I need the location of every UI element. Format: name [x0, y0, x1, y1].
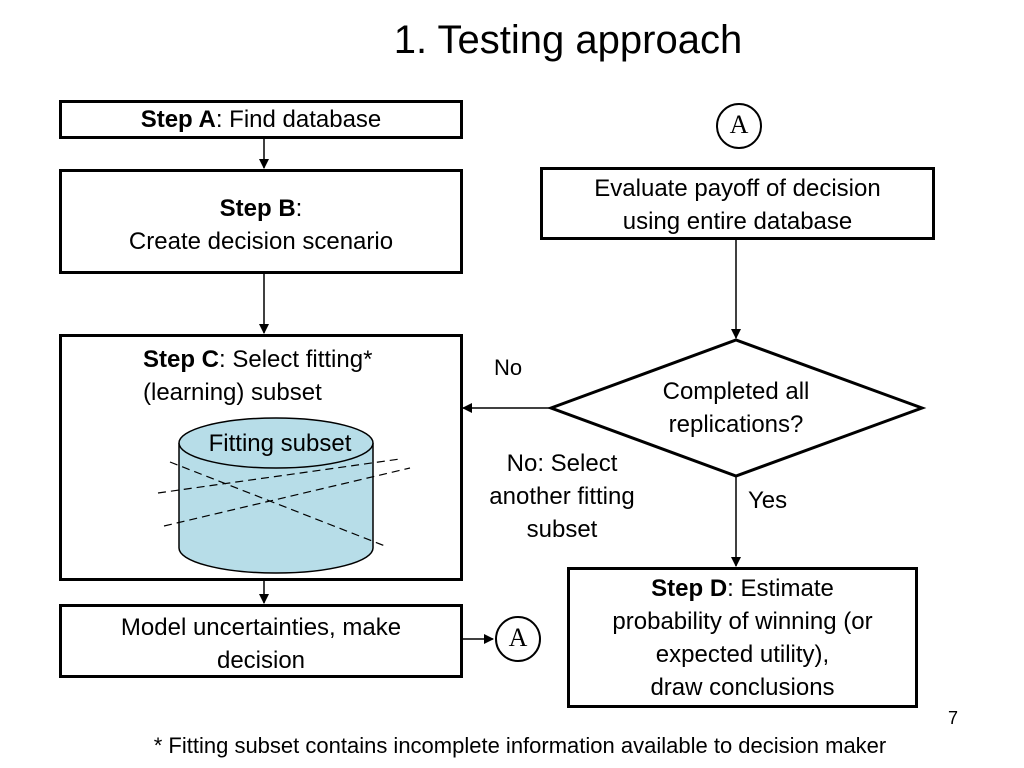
- step-a-bold: Step A: [140, 106, 216, 133]
- label-yes: Yes: [748, 487, 788, 514]
- page-number: 7: [948, 708, 959, 728]
- label-no-select-2: another fitting: [489, 483, 635, 510]
- model-box: Model uncertainties, make decision: [59, 604, 463, 678]
- page-title: 1. Testing approach: [393, 18, 743, 62]
- label-no-select: No: Select another fitting subset: [462, 447, 662, 546]
- decision-line1: Completed all: [662, 378, 810, 405]
- step-a-text: : Find database: [215, 106, 382, 133]
- connector-a-top: A: [716, 103, 762, 149]
- step-c-bold: Step C: [143, 346, 220, 373]
- decision-line2: replications?: [668, 411, 804, 438]
- evaluate-line2: using entire database: [622, 208, 853, 235]
- step-c-heading: Step C: Select fitting* (learning) subse…: [143, 343, 433, 409]
- step-d-box: Step D: Estimate probability of winning …: [567, 567, 918, 708]
- decision-diamond: [546, 338, 927, 478]
- step-b-line2: Create decision scenario: [128, 228, 394, 255]
- step-a-box: Step A: Find database: [59, 100, 463, 139]
- step-d-bold: Step D: [651, 575, 728, 602]
- step-d-text: : Estimate: [727, 575, 834, 602]
- step-d-line4: draw conclusions: [650, 674, 835, 701]
- step-b-box: Step B: Create decision scenario: [59, 169, 463, 274]
- model-line1: Model uncertainties, make: [120, 614, 402, 641]
- connector-a-bottom: A: [495, 616, 541, 662]
- label-no-select-1: No: Select: [506, 450, 618, 477]
- step-b-suffix: :: [295, 195, 303, 222]
- cylinder-label: Fitting subset: [208, 430, 352, 457]
- step-c-line2: (learning) subset: [143, 379, 322, 406]
- label-no-select-3: subset: [526, 516, 598, 543]
- step-d-line3: expected utility),: [655, 641, 830, 668]
- evaluate-line1: Evaluate payoff of decision: [594, 175, 881, 202]
- step-c-text: : Select fitting*: [219, 346, 373, 373]
- step-b-bold: Step B: [219, 195, 296, 222]
- step-d-line2: probability of winning (or: [612, 608, 873, 635]
- label-no: No: [494, 355, 523, 380]
- model-line2: decision: [216, 647, 306, 674]
- evaluate-box: Evaluate payoff of decision using entire…: [540, 167, 935, 240]
- decision-text: Completed all replications?: [616, 375, 856, 441]
- footnote: * Fitting subset contains incomplete inf…: [153, 733, 887, 758]
